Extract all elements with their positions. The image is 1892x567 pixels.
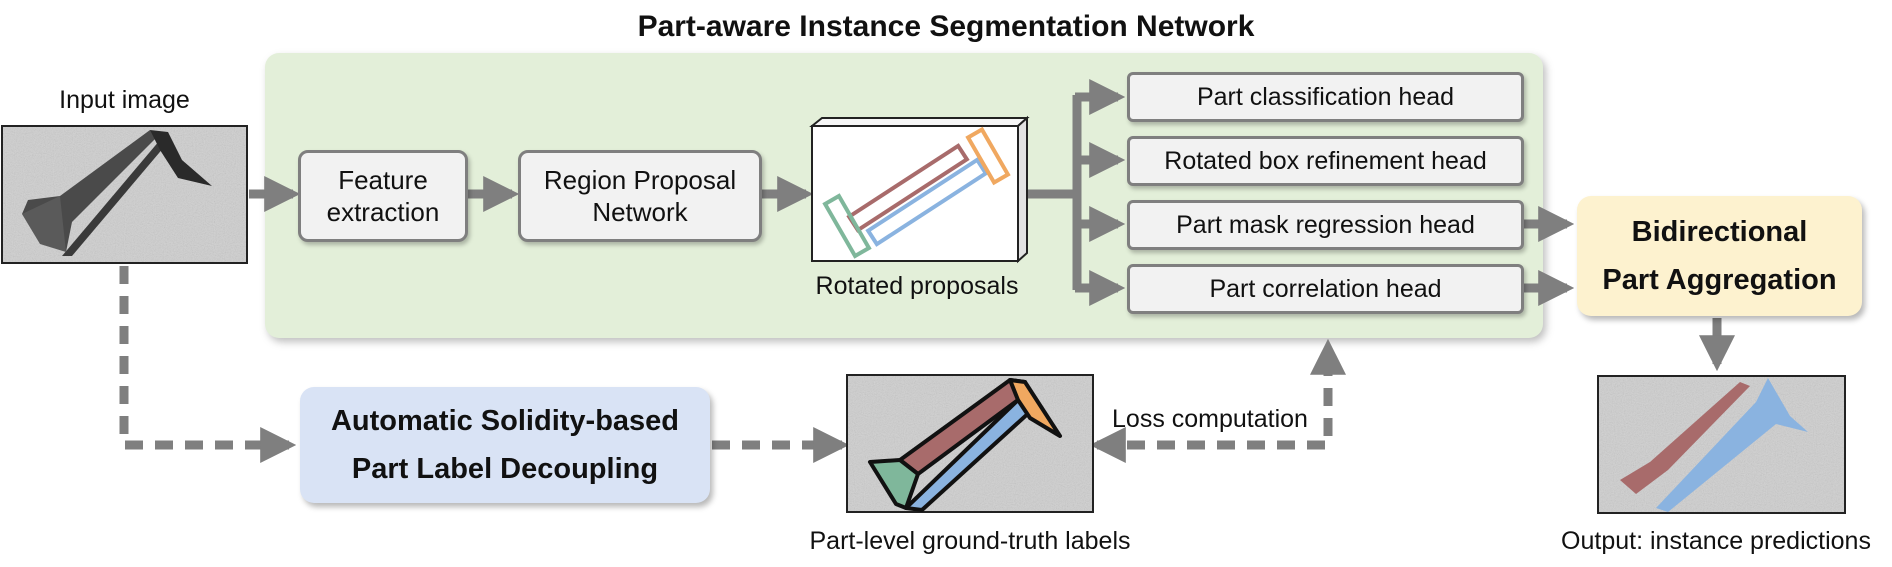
solid-arrows	[249, 79, 1735, 372]
dashed-loss-bidirectional	[1089, 338, 1346, 463]
input-image	[1, 125, 248, 264]
output-part-blue	[1656, 378, 1808, 512]
output-image	[1597, 375, 1846, 514]
proposal-orange	[965, 126, 1011, 186]
gt-labels-caption: Part-level ground-truth labels	[809, 527, 1131, 555]
rotated-proposals-card	[809, 115, 1030, 264]
gt-labels-image	[846, 374, 1094, 513]
gt-part-green	[868, 458, 920, 510]
decoupling-line1: Automatic Solidity-based	[330, 405, 680, 437]
network-title: Part-aware Instance Segmentation Network	[637, 10, 1255, 43]
rotated-proposals-label: Rotated proposals	[815, 272, 1019, 300]
input-image-label: Input image	[59, 86, 190, 114]
proposal-blue	[865, 157, 989, 247]
feature-extraction-box: Feature extraction	[298, 150, 468, 242]
aggregation-line2: Part Aggregation	[1602, 264, 1837, 296]
proposal-green	[822, 193, 872, 259]
aggregation-line1: Bidirectional	[1631, 216, 1808, 248]
decoupling-line2: Part Label Decoupling	[351, 453, 659, 485]
output-caption: Output: instance predictions	[1561, 527, 1871, 555]
output-part-red	[1620, 382, 1750, 494]
part-label-decoupling-box: Automatic Solidity-based Part Label Deco…	[300, 387, 710, 503]
region-proposal-network-box: Region Proposal Network	[518, 150, 762, 242]
part-classification-head: Part classification head	[1127, 72, 1524, 122]
bidirectional-part-aggregation-box: Bidirectional Part Aggregation	[1577, 196, 1862, 316]
dashed-input-to-decoupling	[119, 266, 297, 463]
loss-computation-label: Loss computation	[1112, 405, 1308, 433]
gt-part-orange	[1008, 378, 1062, 438]
rotated-box-refinement-head: Rotated box refinement head	[1127, 136, 1524, 186]
part-mask-regression-head: Part mask regression head	[1127, 200, 1524, 250]
part-correlation-head: Part correlation head	[1127, 264, 1524, 314]
dashed-arrows	[119, 266, 1346, 463]
